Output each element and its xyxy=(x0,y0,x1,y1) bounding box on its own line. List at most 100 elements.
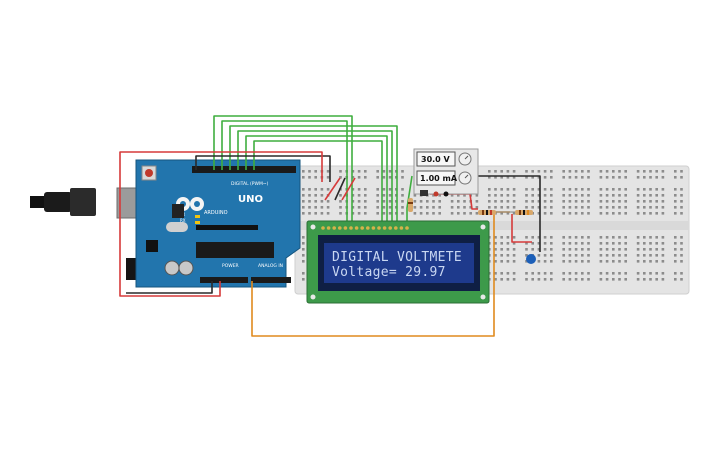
breadboard-hole[interactable] xyxy=(376,188,379,191)
breadboard-hole[interactable] xyxy=(326,176,330,179)
breadboard-hole[interactable] xyxy=(537,236,541,239)
wire-red-lcd[interactable] xyxy=(324,177,341,201)
breadboard-hole[interactable] xyxy=(543,188,547,191)
wire-red-5v-top[interactable] xyxy=(136,151,323,182)
breadboard-hole[interactable] xyxy=(562,242,565,245)
breadboard-hole[interactable] xyxy=(500,254,503,257)
breadboard-hole[interactable] xyxy=(587,254,590,257)
breadboard-hole[interactable] xyxy=(649,248,652,251)
breadboard-hole[interactable] xyxy=(364,176,367,179)
breadboard-hole[interactable] xyxy=(388,188,392,191)
breadboard-hole[interactable] xyxy=(550,260,553,263)
breadboard-hole[interactable] xyxy=(587,278,590,281)
breadboard-hole[interactable] xyxy=(364,200,367,203)
breadboard-hole[interactable] xyxy=(674,248,677,251)
breadboard-hole[interactable] xyxy=(432,206,435,209)
breadboard-hole[interactable] xyxy=(649,200,652,203)
breadboard-hole[interactable] xyxy=(550,194,553,197)
breadboard-hole[interactable] xyxy=(605,236,609,239)
breadboard-hole[interactable] xyxy=(413,194,417,197)
breadboard-hole[interactable] xyxy=(618,188,621,191)
breadboard-hole[interactable] xyxy=(388,206,392,209)
breadboard-hole[interactable] xyxy=(531,206,534,209)
breadboard-hole[interactable] xyxy=(624,254,627,257)
breadboard-hole[interactable] xyxy=(351,200,355,203)
breadboard-hole[interactable] xyxy=(388,170,392,173)
breadboard-hole[interactable] xyxy=(326,200,330,203)
breadboard-hole[interactable] xyxy=(680,242,683,245)
breadboard-hole[interactable] xyxy=(587,272,590,275)
breadboard-hole[interactable] xyxy=(469,212,472,215)
breadboard-hole[interactable] xyxy=(550,188,553,191)
breadboard-hole[interactable] xyxy=(655,272,658,275)
breadboard-hole[interactable] xyxy=(550,248,553,251)
lcd-pin[interactable] xyxy=(321,226,325,230)
breadboard-hole[interactable] xyxy=(581,188,584,191)
breadboard-hole[interactable] xyxy=(612,254,615,257)
breadboard-hole[interactable] xyxy=(506,254,510,257)
breadboard-hole[interactable] xyxy=(326,170,330,173)
lcd-pin[interactable] xyxy=(343,226,348,230)
breadboard-hole[interactable] xyxy=(643,272,646,275)
breadboard-hole[interactable] xyxy=(587,212,590,215)
breadboard-hole[interactable] xyxy=(568,248,572,251)
breadboard-hole[interactable] xyxy=(624,200,627,203)
breadboard-hole[interactable] xyxy=(581,170,584,173)
breadboard-hole[interactable] xyxy=(500,236,503,239)
breadboard-hole[interactable] xyxy=(550,272,553,275)
breadboard-hole[interactable] xyxy=(643,242,646,245)
breadboard-hole[interactable] xyxy=(525,188,528,191)
breadboard-hole[interactable] xyxy=(512,242,516,245)
breadboard-hole[interactable] xyxy=(624,194,627,197)
breadboard-hole[interactable] xyxy=(599,260,603,263)
breadboard-hole[interactable] xyxy=(636,242,640,245)
breadboard-hole[interactable] xyxy=(587,236,590,239)
breadboard-hole[interactable] xyxy=(543,236,547,239)
breadboard-hole[interactable] xyxy=(568,212,572,215)
breadboard-hole[interactable] xyxy=(612,194,615,197)
breadboard-hole[interactable] xyxy=(488,200,491,203)
breadboard-hole[interactable] xyxy=(568,278,572,281)
breadboard-hole[interactable] xyxy=(605,206,609,209)
breadboard-hole[interactable] xyxy=(605,212,609,215)
lcd-pin[interactable] xyxy=(360,226,365,230)
breadboard-hole[interactable] xyxy=(543,272,547,275)
breadboard-hole[interactable] xyxy=(618,260,621,263)
breadboard-hole[interactable] xyxy=(494,272,497,275)
breadboard-hole[interactable] xyxy=(581,200,584,203)
breadboard-hole[interactable] xyxy=(599,212,603,215)
breadboard-hole[interactable] xyxy=(543,260,547,263)
breadboard-hole[interactable] xyxy=(624,236,627,239)
breadboard-hole[interactable] xyxy=(655,200,658,203)
breadboard-hole[interactable] xyxy=(531,236,534,239)
breadboard-hole[interactable] xyxy=(562,194,565,197)
breadboard-hole[interactable] xyxy=(537,200,541,203)
breadboard-hole[interactable] xyxy=(643,212,646,215)
breadboard-hole[interactable] xyxy=(339,206,342,209)
breadboard-hole[interactable] xyxy=(636,170,640,173)
breadboard-hole[interactable] xyxy=(537,260,541,263)
lcd-module[interactable]: DIGITAL VOLTMETE Voltage= 29.97 xyxy=(306,220,490,304)
breadboard-hole[interactable] xyxy=(543,176,547,179)
breadboard-hole[interactable] xyxy=(636,206,640,209)
breadboard-hole[interactable] xyxy=(649,176,652,179)
wire-green-2[interactable] xyxy=(221,120,348,222)
breadboard-hole[interactable] xyxy=(636,278,640,281)
breadboard-hole[interactable] xyxy=(618,248,621,251)
breadboard-hole[interactable] xyxy=(618,194,621,197)
breadboard-hole[interactable] xyxy=(512,176,516,179)
breadboard-hole[interactable] xyxy=(432,212,435,215)
breadboard-hole[interactable] xyxy=(314,170,317,173)
breadboard-hole[interactable] xyxy=(494,242,497,245)
breadboard-hole[interactable] xyxy=(463,200,466,203)
breadboard-hole[interactable] xyxy=(574,194,578,197)
breadboard-hole[interactable] xyxy=(302,260,305,263)
breadboard-hole[interactable] xyxy=(599,254,603,257)
breadboard-hole[interactable] xyxy=(649,278,652,281)
breadboard-hole[interactable] xyxy=(643,278,646,281)
breadboard-hole[interactable] xyxy=(494,206,497,209)
breadboard-hole[interactable] xyxy=(599,188,603,191)
breadboard-hole[interactable] xyxy=(357,194,361,197)
wire-black-gnd[interactable] xyxy=(195,155,331,182)
breadboard-hole[interactable] xyxy=(543,248,547,251)
